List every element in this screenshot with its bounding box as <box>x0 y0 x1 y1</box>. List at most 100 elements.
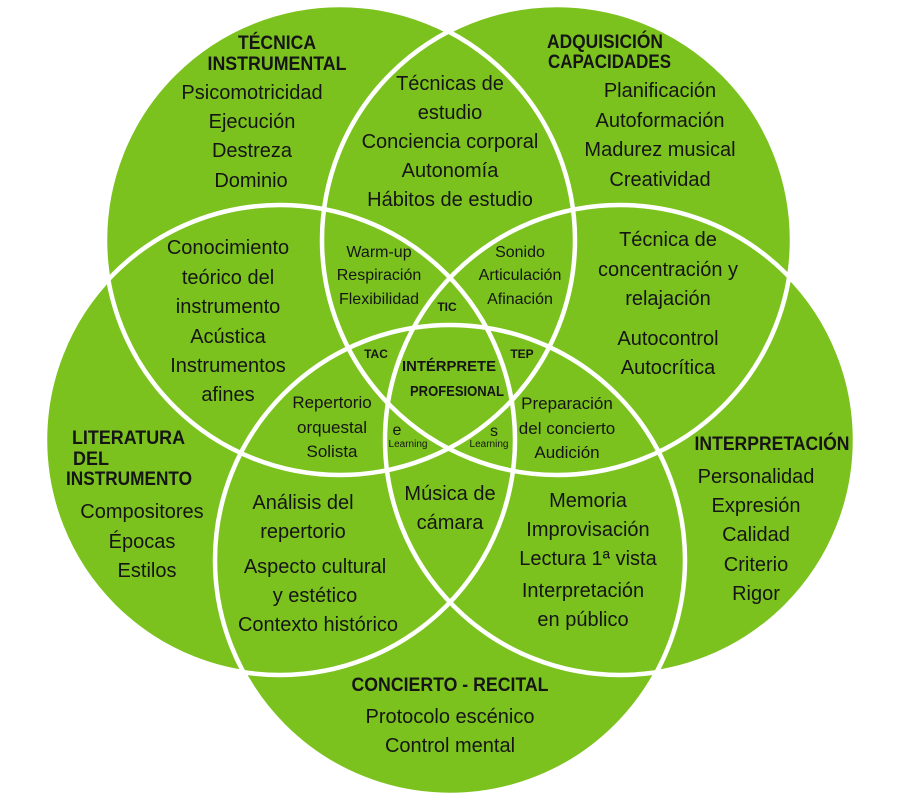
circle-concierto-recital <box>215 325 685 795</box>
preparacion-region-item: Audición <box>534 443 599 462</box>
tecnica-literatura-item: instrumento <box>176 296 281 318</box>
adquisicion-capacidades-item: Autoformación <box>596 110 725 132</box>
tecnica-adquisicion-item: Autonomía <box>402 160 500 182</box>
circle-fills <box>45 5 855 795</box>
interpretacion-concierto-item: Lectura 1ª vista <box>519 548 657 570</box>
tecnica-instrumental-item: Destreza <box>212 140 293 162</box>
tac-tag: TAC <box>364 347 388 361</box>
adquisicion-interpretacion-item: Autocontrol <box>617 328 718 350</box>
warmup-region-item: Respiración <box>337 267 421 284</box>
interpretacion-item: Expresión <box>712 495 801 517</box>
literatura-instrumento-title: LITERATURA <box>72 428 185 449</box>
sonido-region-labels: Sonido Articulación Afinación <box>479 244 562 308</box>
literatura-instrumento-labels: LITERATURA DEL INSTRUMENTO Compositores … <box>66 428 204 582</box>
adquisicion-capacidades-title: CAPACIDADES <box>548 52 671 73</box>
repertorio-region-item: Solista <box>306 442 358 461</box>
tecnica-instrumental-item: Psicomotricidad <box>181 82 322 104</box>
musica-camara-labels: Música de cámara <box>404 483 495 534</box>
interpretacion-item: Rigor <box>732 583 780 605</box>
s-learning-label: s Learning <box>470 423 509 450</box>
interpretacion-concierto-item: en público <box>537 609 628 631</box>
circle-outline-adquisicion-capacidades <box>319 2 795 478</box>
adquisicion-interpretacion-item: Técnica de <box>619 229 717 251</box>
center-title: INTÉRPRETE PROFESIONAL <box>402 358 504 400</box>
e-learning-prefix: e <box>393 422 402 439</box>
tecnica-instrumental-title: TÉCNICA <box>238 32 316 54</box>
center-title-line: PROFESIONAL <box>410 383 504 400</box>
concierto-recital-labels: CONCIERTO - RECITAL Protocolo escénico C… <box>352 675 549 757</box>
adquisicion-capacidades-item: Planificación <box>604 80 716 102</box>
tecnica-literatura-item: Conocimiento <box>167 237 289 259</box>
adquisicion-interpretacion-labels: Técnica de concentración y relajación Au… <box>598 229 738 379</box>
literatura-instrumento-item: Estilos <box>118 560 177 582</box>
tecnica-literatura-item: Acústica <box>190 326 266 348</box>
interpretacion-title: INTERPRETACIÓN <box>695 433 850 455</box>
literatura-concierto-item: Análisis del <box>252 492 353 514</box>
literatura-instrumento-title: INSTRUMENTO <box>66 469 192 490</box>
adquisicion-interpretacion-item: Autocrítica <box>621 357 716 379</box>
tecnica-instrumental-labels: TÉCNICA INSTRUMENTAL Psicomotricidad Eje… <box>181 32 346 192</box>
tecnica-adquisicion-item: Técnicas de <box>396 73 504 95</box>
interpretacion-labels: INTERPRETACIÓN Personalidad Expresión Ca… <box>695 433 850 605</box>
literatura-concierto-item: y estético <box>273 585 357 607</box>
s-learning-prefix: s <box>490 423 498 440</box>
adquisicion-interpretacion-item: concentración y <box>598 259 738 281</box>
adquisicion-interpretacion-item: relajación <box>625 288 711 310</box>
circle-outlines <box>42 2 858 798</box>
interpretacion-item: Personalidad <box>698 466 815 488</box>
e-learning-label: e Learning <box>389 422 428 450</box>
interpretacion-concierto-item: Improvisación <box>526 519 649 541</box>
interpretacion-concierto-item: Interpretación <box>522 580 644 602</box>
concierto-recital-item: Protocolo escénico <box>366 706 535 728</box>
s-learning-word: Learning <box>470 439 509 450</box>
tecnica-adquisicion-item: Conciencia corporal <box>362 131 539 153</box>
literatura-instrumento-item: Épocas <box>109 530 176 553</box>
tecnica-instrumental-item: Ejecución <box>209 111 296 133</box>
tecnica-literatura-item: teórico del <box>182 267 274 289</box>
tecnica-adquisicion-item: Hábitos de estudio <box>367 189 533 211</box>
tecnica-instrumental-item: Dominio <box>214 170 287 192</box>
tecnica-literatura-item: Instrumentos <box>170 355 286 377</box>
concierto-recital-item: Control mental <box>385 735 515 757</box>
musica-camara-item: cámara <box>417 512 485 534</box>
repertorio-region-item: Repertorio <box>292 393 371 412</box>
tecnica-literatura-item: afines <box>201 384 254 406</box>
concierto-recital-title: CONCIERTO - RECITAL <box>352 675 549 696</box>
literatura-concierto-item: Aspecto cultural <box>244 556 386 578</box>
circle-outline-tecnica-instrumental <box>102 2 578 478</box>
tic-tag: TIC <box>437 300 457 314</box>
tecnica-adquisicion-item: estudio <box>418 102 483 124</box>
interpretacion-concierto-labels: Memoria Improvisación Lectura 1ª vista I… <box>519 490 657 631</box>
musica-camara-item: Música de <box>404 483 495 505</box>
interpretacion-concierto-item: Memoria <box>549 490 628 512</box>
preparacion-region-labels: Preparación del concierto Audición <box>519 394 615 462</box>
center-title-line: INTÉRPRETE <box>402 358 496 375</box>
adquisicion-capacidades-item: Madurez musical <box>584 139 735 161</box>
interpretacion-item: Criterio <box>724 554 788 576</box>
sonido-region-item: Articulación <box>479 267 562 284</box>
literatura-concierto-labels: Análisis del repertorio Aspecto cultural… <box>238 492 398 636</box>
repertorio-region-item: orquestal <box>297 418 367 437</box>
interpretacion-item: Calidad <box>722 524 790 546</box>
tep-tag: TEP <box>510 347 533 361</box>
warmup-region-labels: Warm-up Respiración Flexibilidad <box>337 244 421 308</box>
warmup-region-item: Flexibilidad <box>339 291 419 308</box>
repertorio-region-labels: Repertorio orquestal Solista <box>292 393 371 461</box>
preparacion-region-item: del concierto <box>519 419 615 438</box>
circle-outline-interpretacion <box>382 202 858 678</box>
circle-outline-literatura-instrumento <box>42 202 518 678</box>
preparacion-region-item: Preparación <box>521 394 613 413</box>
warmup-region-item: Warm-up <box>346 244 411 261</box>
tecnica-instrumental-title: INSTRUMENTAL <box>208 54 347 75</box>
center-tags: TIC TAC TEP <box>364 300 534 361</box>
literatura-instrumento-item: Compositores <box>80 501 203 523</box>
tecnica-literatura-labels: Conocimiento teórico del instrumento Acú… <box>167 237 289 406</box>
tecnica-adquisicion-labels: Técnicas de estudio Conciencia corporal … <box>362 73 539 211</box>
circle-outline-concierto-recital <box>212 322 688 798</box>
e-learning-word: Learning <box>389 439 428 450</box>
adquisicion-capacidades-labels: ADQUISICIÓN CAPACIDADES Planificación Au… <box>547 31 736 191</box>
literatura-concierto-item: Contexto histórico <box>238 614 398 636</box>
adquisicion-capacidades-item: Creatividad <box>609 169 710 191</box>
literatura-instrumento-title: DEL <box>73 449 109 470</box>
